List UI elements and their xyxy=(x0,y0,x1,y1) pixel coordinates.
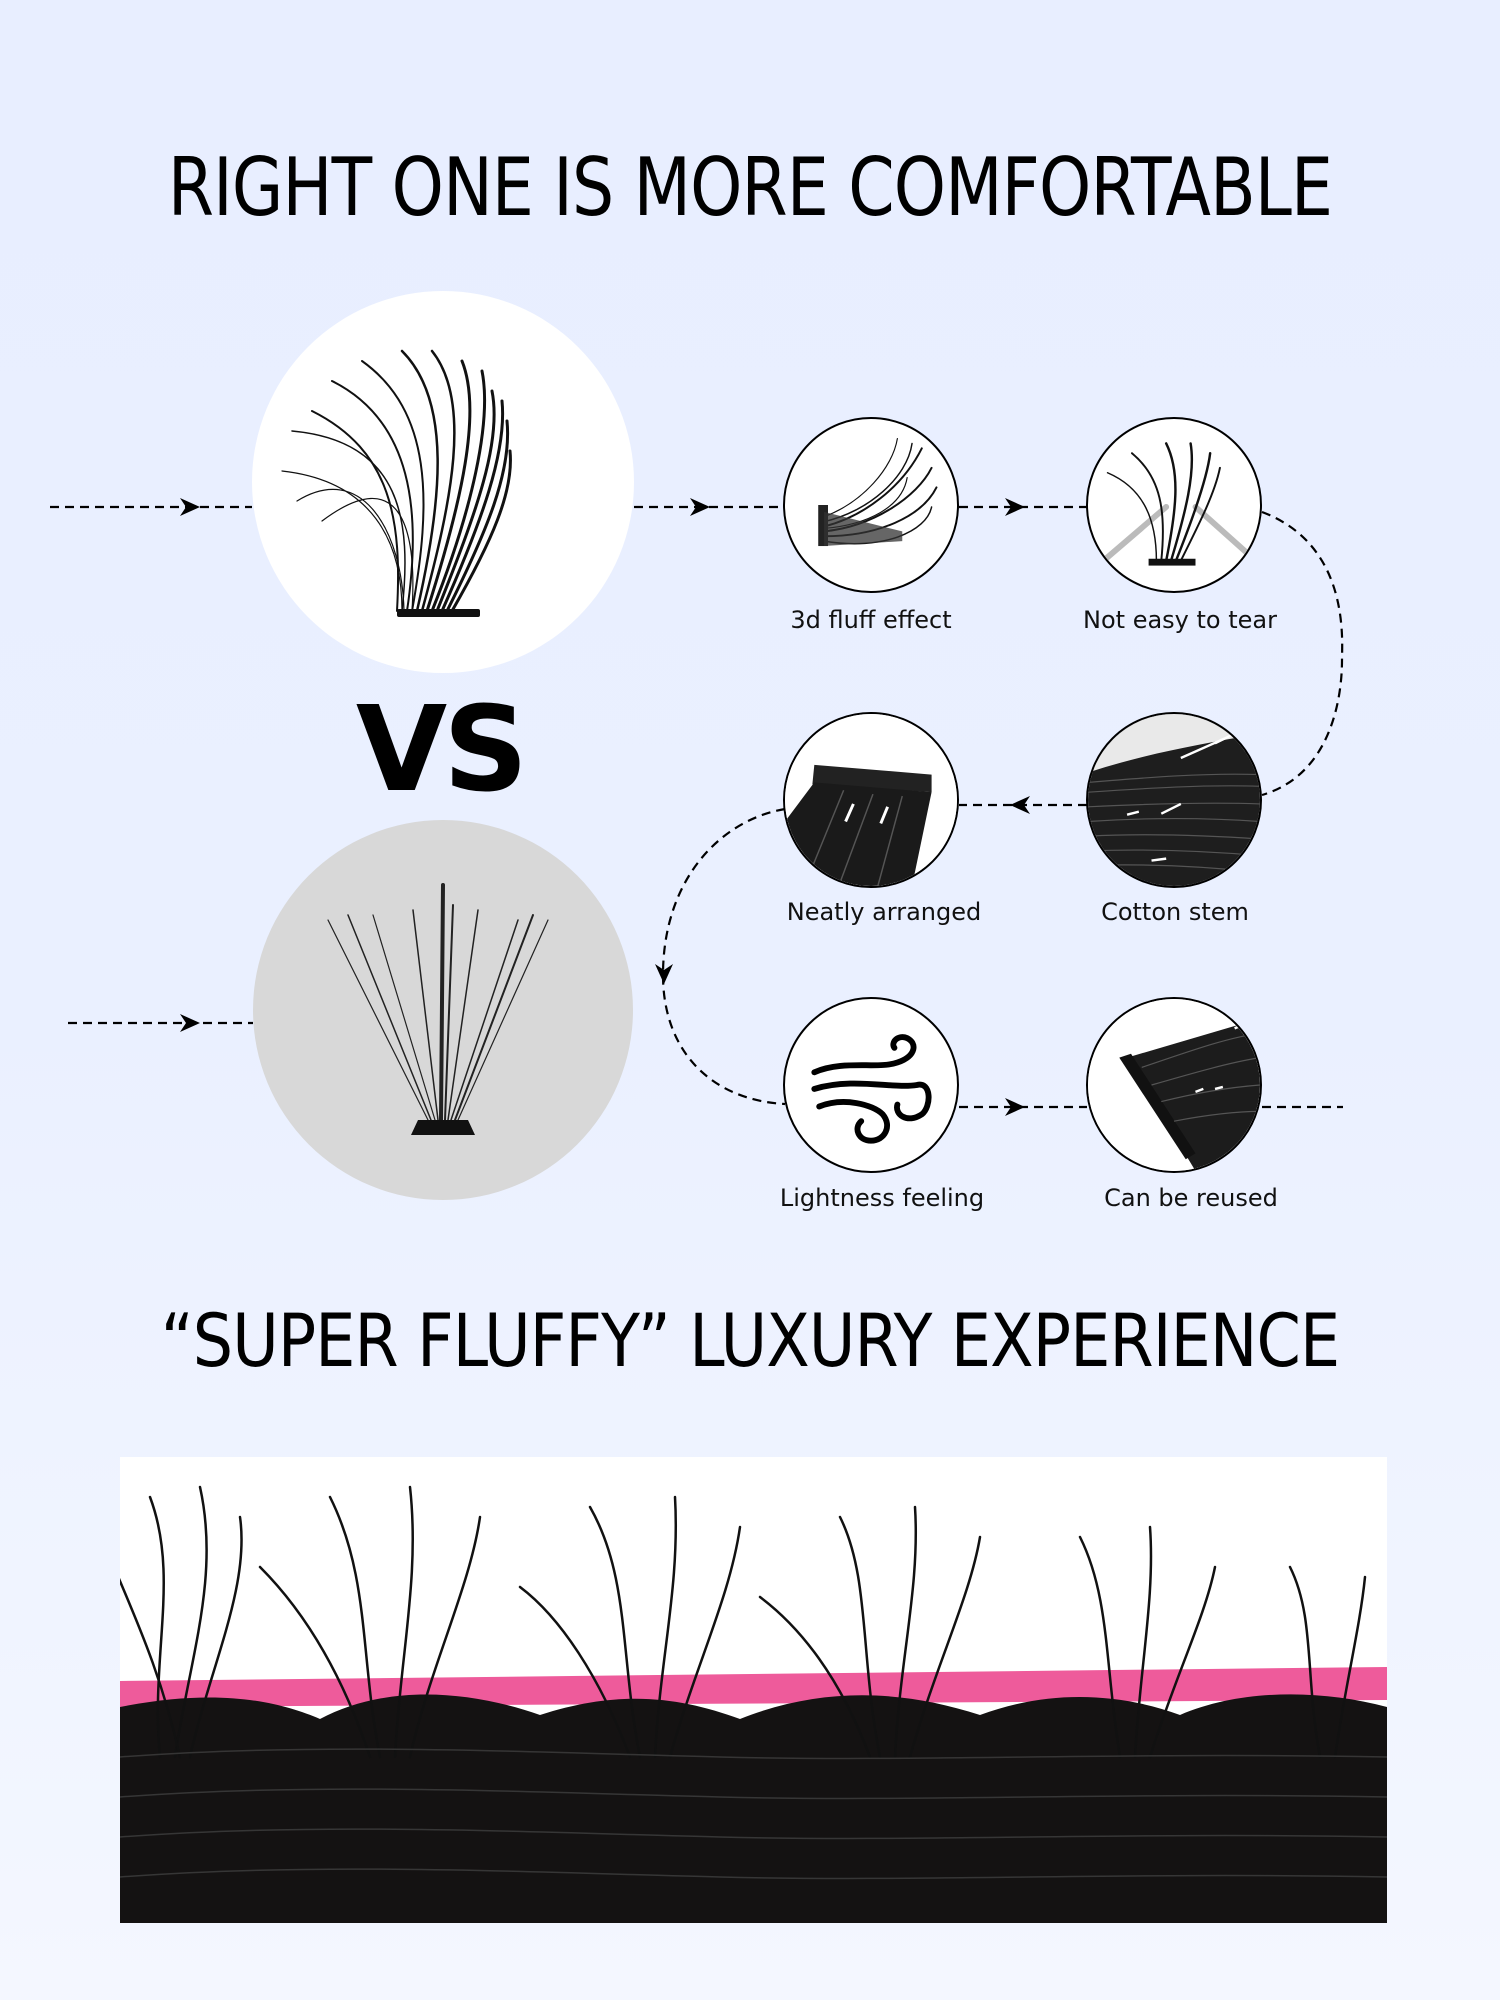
sparse-lash-cluster-image xyxy=(327,883,549,1135)
lash-base-closeup-image xyxy=(1088,999,1260,1171)
feature-label: Neatly arranged xyxy=(786,898,982,926)
feature-label: Not easy to tear xyxy=(1083,606,1277,634)
lash-strip-product-photo xyxy=(120,1457,1387,1923)
fluffy-lash-side-image xyxy=(818,437,938,547)
sparse-lash-circle xyxy=(253,820,633,1200)
lash-strip-image xyxy=(120,1457,1387,1923)
versus-label: VS xyxy=(355,680,528,818)
feature-label: Lightness feeling xyxy=(779,1184,985,1212)
feature-label: 3d fluff effect xyxy=(790,606,952,634)
fluffy-lash-circle xyxy=(252,291,634,673)
feature-cotton-stem-image xyxy=(1086,712,1262,888)
section-title: “SUPER FLUFFY” LUXURY EXPERIENCE xyxy=(160,1299,1340,1384)
feature-reusable-image xyxy=(1086,997,1262,1173)
page-title: RIGHT ONE IS MORE COMFORTABLE xyxy=(167,141,1333,234)
feature-label: Cotton stem xyxy=(1101,898,1249,926)
feature-not-easy-to-tear-image xyxy=(1086,417,1262,593)
fluffy-lash-cluster-image xyxy=(281,349,512,617)
lash-band-closeup-image xyxy=(785,714,957,886)
feature-lightness-image xyxy=(783,997,959,1173)
feature-3d-fluff-image xyxy=(783,417,959,593)
feature-label: Can be reused xyxy=(1104,1184,1278,1212)
lash-with-tweezers-image xyxy=(1094,442,1254,569)
cotton-stem-closeup-image xyxy=(1088,714,1260,886)
wind-icon xyxy=(811,1034,932,1144)
feature-neatly-arranged-image xyxy=(783,712,959,888)
